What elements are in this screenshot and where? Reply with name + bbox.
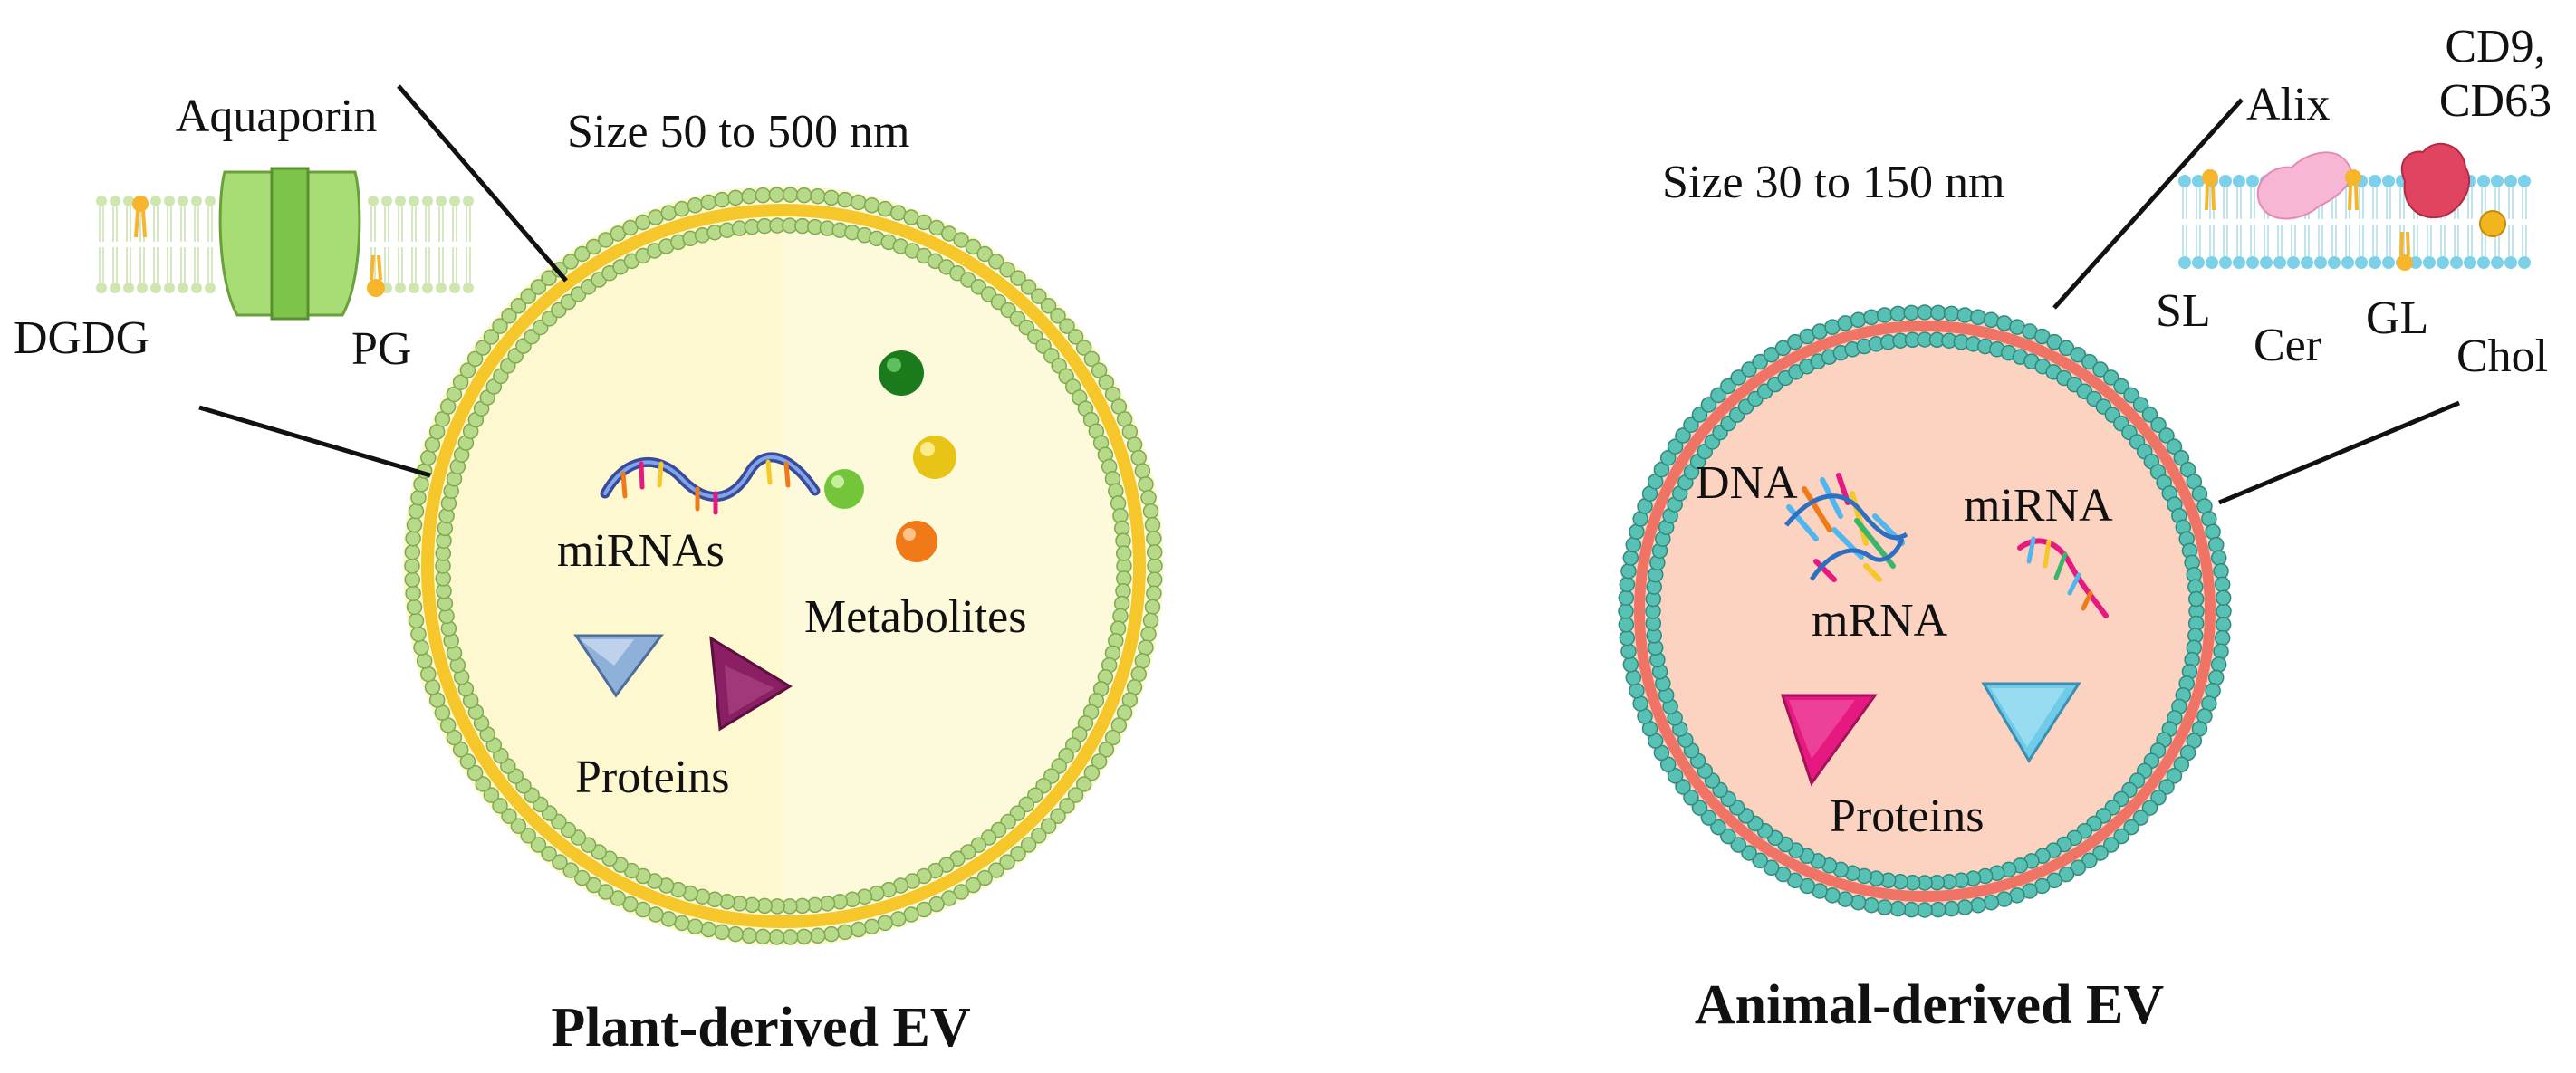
plant-ev-lumen-shade — [783, 195, 1164, 937]
label-aquaporin: Aquaporin — [176, 91, 377, 142]
gl-lipid-icon — [2397, 231, 2413, 271]
label-pg: PG — [351, 323, 411, 375]
label-chol: Chol — [2456, 331, 2548, 382]
dgdg-lipid-icon — [132, 196, 149, 238]
alix-protein-icon — [2256, 151, 2352, 220]
animal-proteins-icon — [1780, 682, 2081, 787]
animal-callout-line-bottom — [2218, 400, 2460, 505]
animal-membrane — [1618, 304, 2232, 918]
label-metabolites: Metabolites — [804, 591, 1027, 643]
label-alix: Alix — [2246, 79, 2330, 130]
chol-icon — [2479, 210, 2506, 237]
label-dna: DNA — [1696, 457, 1798, 509]
animal-size-label: Size 30 to 150 nm — [1662, 157, 2004, 208]
label-gl: GL — [2366, 292, 2428, 344]
label-mirna: miRNA — [1964, 480, 2113, 532]
label-dgdg: DGDG — [14, 312, 149, 364]
aquaporin-icon — [218, 167, 361, 321]
plant-membrane — [404, 187, 1163, 945]
plant-ev-title: Plant-derived EV — [551, 997, 970, 1059]
mirna-icon-animal — [2017, 536, 2109, 618]
plant-size-label: Size 50 to 500 nm — [567, 106, 909, 158]
animal-ev-lumen — [1620, 306, 2230, 916]
sl-lipid-icon — [2202, 169, 2218, 211]
pg-lipid-icon — [367, 254, 385, 297]
animal-callout-line-top — [2052, 98, 2244, 310]
label-cd63: CD63 — [2439, 75, 2552, 127]
label-mrna: mRNA — [1812, 595, 1948, 647]
label-plant-proteins: Proteins — [575, 752, 729, 803]
dna-icon — [1784, 473, 1908, 582]
label-cd9: CD9, — [2445, 21, 2545, 72]
label-mirnas: miRNAs — [557, 525, 725, 577]
animal-ev: CD9, CD63 Alix SL Cer GL Chol Size 30 to… — [1618, 21, 2552, 1036]
plant-proteins-icon — [573, 634, 793, 732]
metabolites-icon — [824, 350, 956, 562]
plant-ev: Aquaporin DGDG PG Size 50 to 500 nm miRN… — [14, 84, 1164, 1059]
label-sl: SL — [2156, 285, 2211, 337]
mirna-icon — [600, 452, 821, 515]
cd63-protein-icon — [2400, 142, 2471, 219]
plant-callout-line-bottom — [198, 405, 431, 478]
label-animal-proteins: Proteins — [1830, 790, 1984, 842]
cer-lipid-icon — [2345, 169, 2361, 211]
label-cer: Cer — [2254, 320, 2321, 371]
animal-ev-title: Animal-derived EV — [1695, 974, 2165, 1036]
plant-callout-line-top — [397, 84, 568, 283]
